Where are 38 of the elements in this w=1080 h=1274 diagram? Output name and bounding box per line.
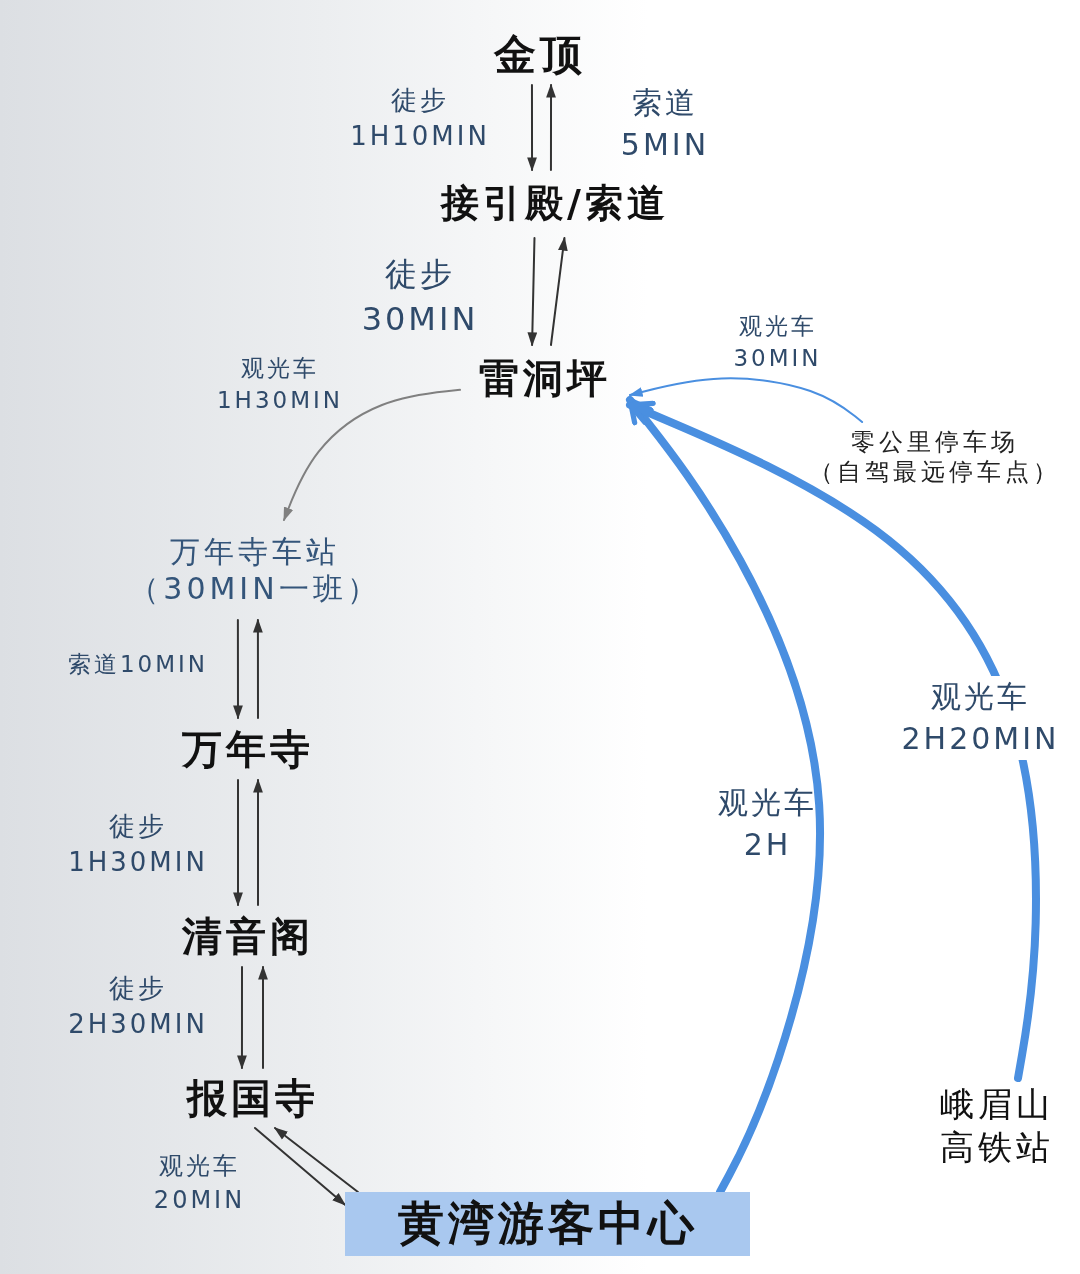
edge-label: 观光车 20MIN <box>152 1151 247 1216</box>
arrow <box>527 237 538 347</box>
arrow <box>233 619 243 720</box>
place-name: 零公里停车场 <box>851 427 1019 457</box>
arrow <box>237 966 247 1070</box>
arrow <box>233 779 243 907</box>
highlighted-place-box <box>345 1192 750 1256</box>
arrow <box>283 388 461 522</box>
place-name: 报国寺 <box>187 1074 319 1123</box>
place-name: 峨眉山高铁站 <box>939 1083 1056 1168</box>
place-name: 万年寺 <box>182 725 314 774</box>
edge-label: 徒步 1H30MIN <box>67 810 209 880</box>
arrow <box>549 236 568 346</box>
place-name: 金顶 <box>494 28 586 81</box>
place-name: 接引殿/索道 <box>441 180 669 228</box>
edge-label: 徒步 1H10MIN <box>349 84 491 154</box>
arrow <box>253 618 263 719</box>
arrow <box>254 1127 347 1206</box>
place-name: 雷洞坪 <box>479 353 611 403</box>
arrow <box>546 83 556 171</box>
arrow <box>527 84 537 172</box>
edge-label: 徒步 30MIN <box>360 254 480 340</box>
place-name: 万年寺车站 <box>170 532 340 570</box>
arrow <box>628 377 864 423</box>
edge-label: 观光车 2H <box>717 784 818 864</box>
edge-label: 索道10MIN <box>66 650 210 679</box>
edge-label: 观光车 30MIN <box>732 312 823 374</box>
route-arrow <box>626 400 1040 1082</box>
edge-label: 索道 5MIN <box>619 84 711 164</box>
arrow <box>253 778 263 906</box>
place-name: （30MIN一班） <box>129 570 381 608</box>
place-name: 黄湾游客中心 <box>397 1195 698 1253</box>
arrow <box>258 965 268 1069</box>
edge-label: 徒步 2H30MIN <box>67 972 209 1042</box>
edge-label: 观光车 1H30MIN <box>216 354 344 416</box>
arrow <box>273 1127 359 1193</box>
place-name: 清音阁 <box>182 912 314 961</box>
place-name: （自驾最远停车点） <box>809 457 1061 487</box>
